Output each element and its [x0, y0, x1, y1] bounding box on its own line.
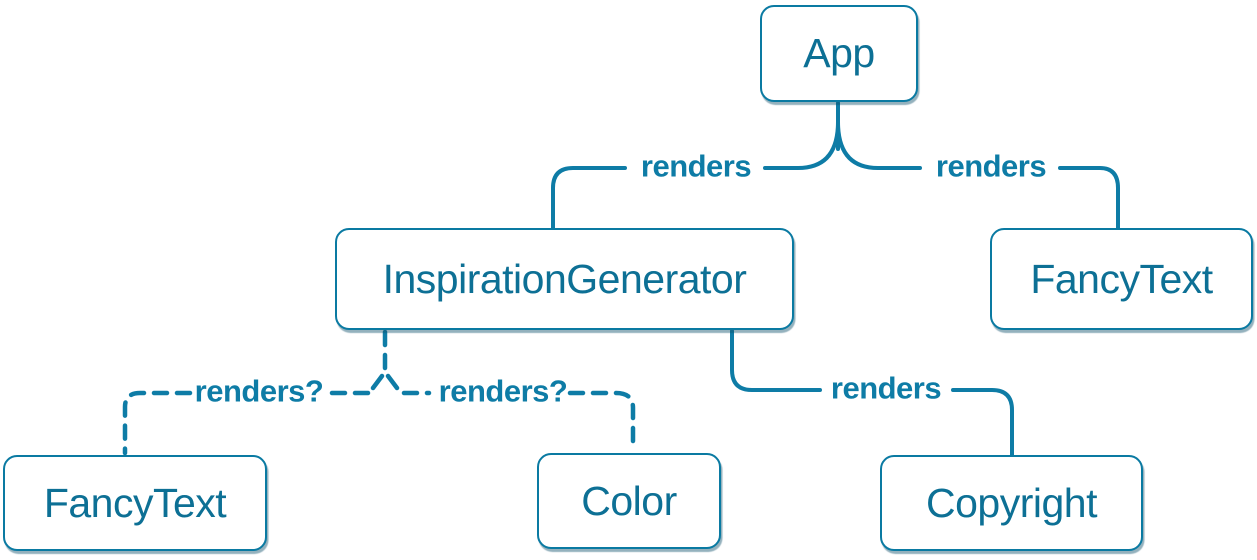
edge-inspirationgenerator-copyright-line-b — [951, 388, 1014, 458]
node-color: Color — [537, 453, 721, 549]
node-fancy-text-top: FancyText — [990, 228, 1253, 330]
edge-label-app-fancytext: renders — [935, 148, 1047, 184]
edge-label-inspirationgenerator-fancytext: renders? — [194, 373, 324, 409]
node-color-label: Color — [581, 477, 677, 524]
node-copyright: Copyright — [880, 455, 1143, 551]
edge-label-app-inspirationgenerator: renders — [640, 148, 752, 184]
node-fancy-text-bottom: FancyText — [3, 455, 267, 551]
edge-app-fancytext-line-b — [1058, 166, 1120, 231]
edge-inspirationgenerator-fancytext-dashed-b — [122, 390, 193, 456]
node-fancy-text-top-label: FancyText — [1030, 255, 1213, 302]
node-inspiration-generator-label: InspirationGenerator — [382, 255, 747, 302]
edge-dashed-fork-right-tick — [385, 373, 400, 391]
edge-app-inspirationgenerator-line-a — [763, 120, 840, 170]
edge-inspirationgenerator-copyright-line-a — [730, 329, 822, 392]
edge-app-fancytext-line-a — [836, 120, 922, 170]
edge-inspirationgenerator-color-dashed-b — [567, 390, 636, 453]
node-inspiration-generator: InspirationGenerator — [335, 228, 794, 330]
edge-dashed-fork-left-tick — [370, 373, 385, 391]
edge-label-inspirationgenerator-copyright: renders — [830, 370, 942, 406]
node-fancy-text-bottom-label: FancyText — [43, 479, 227, 526]
node-copyright-label: Copyright — [926, 479, 1097, 526]
node-app: App — [760, 5, 918, 102]
node-app-label: App — [803, 30, 875, 76]
edge-label-inspirationgenerator-color: renders? — [438, 373, 568, 409]
edge-app-inspirationgenerator-line-b — [551, 166, 627, 231]
